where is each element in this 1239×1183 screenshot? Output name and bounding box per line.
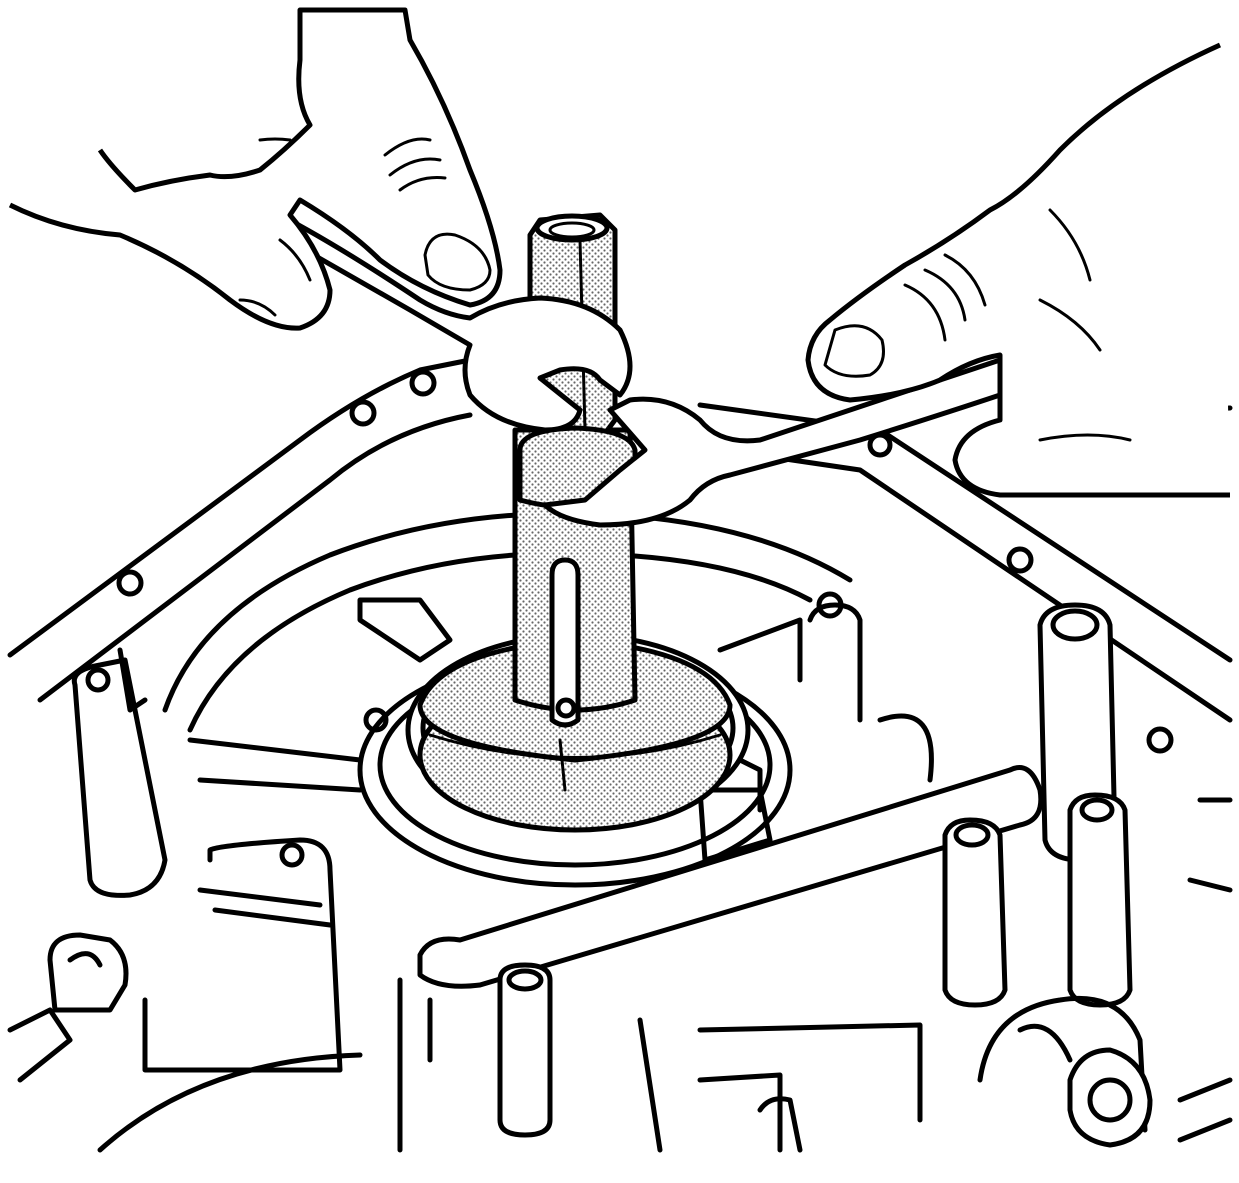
wrench-lower [542, 357, 1003, 528]
right-hand [805, 42, 1230, 498]
lower-case-castings [7, 647, 1044, 1153]
right-side-bosses [807, 602, 1233, 1148]
case-bore [162, 510, 853, 793]
seal-installer-base [417, 637, 733, 833]
wrench-upper [267, 207, 633, 433]
left-hand [8, 7, 503, 331]
